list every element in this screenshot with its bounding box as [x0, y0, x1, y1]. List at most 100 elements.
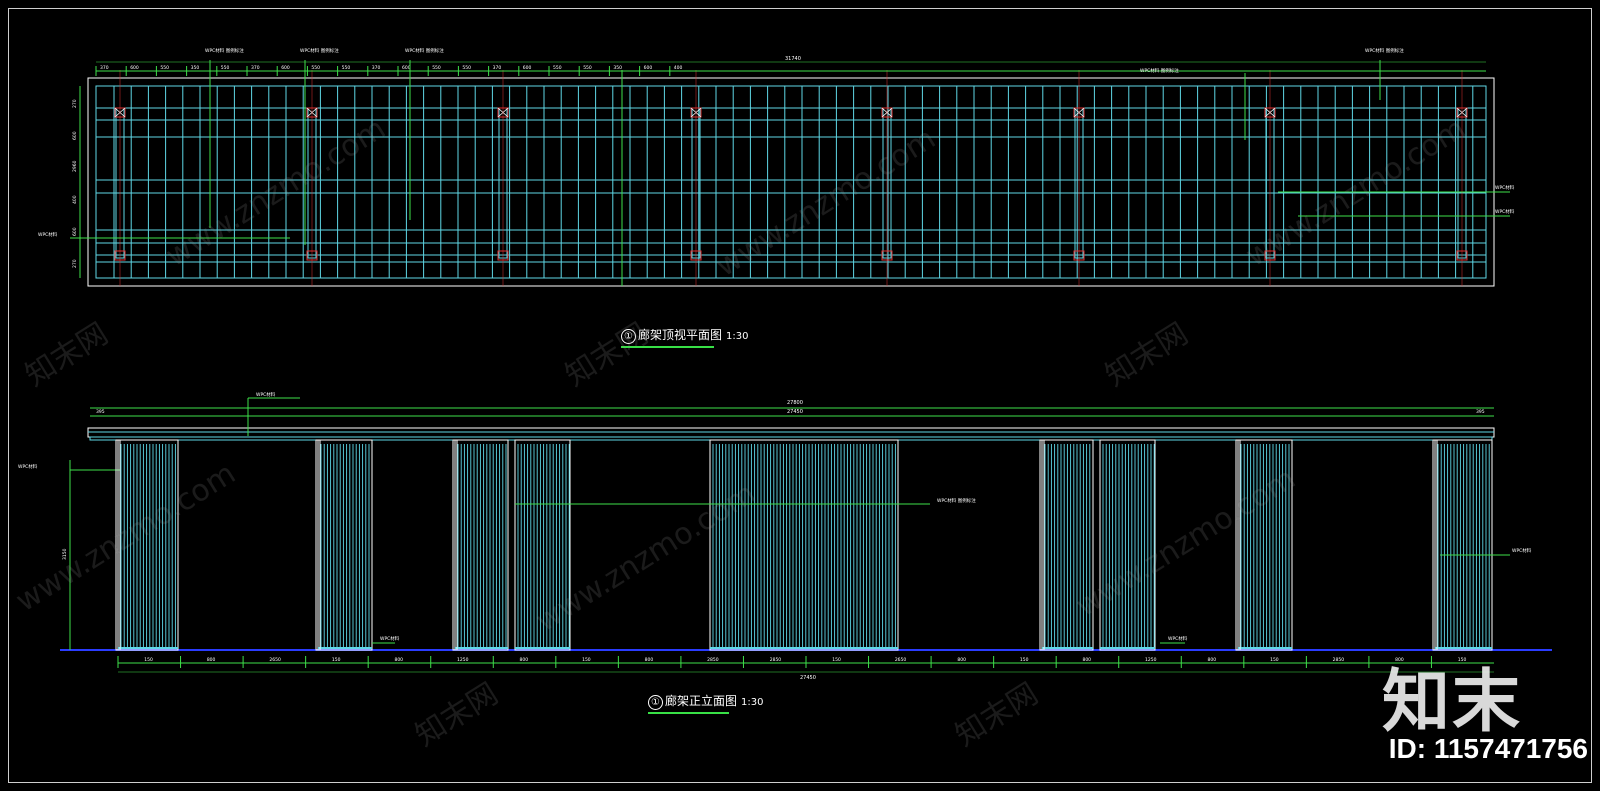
elevation-bottom-dim: 1250	[1145, 657, 1157, 663]
plan-callout: WPC材料 图例标注	[205, 47, 244, 54]
plan-top-dim: 350	[613, 65, 622, 71]
plan-side-dim: 600	[72, 131, 78, 140]
elevation-title-number: ①	[648, 695, 663, 710]
plan-callout: WPC材料	[1495, 208, 1515, 215]
elevation-post	[1235, 439, 1241, 651]
elevation-post	[1039, 439, 1045, 651]
plan-top-dim: 550	[583, 65, 592, 71]
elevation-title-text: 廊架正立面图	[665, 694, 738, 708]
elevation-title-scale: 1:30	[741, 697, 764, 708]
elevation-post	[452, 439, 458, 651]
elevation-screen-panel	[117, 439, 179, 651]
elevation-post	[1432, 439, 1438, 651]
elevation-overall-dim: 27800	[787, 400, 803, 406]
plan-overall-dim: 31740	[785, 56, 801, 62]
elevation-callout: WPC材料	[1512, 547, 1532, 554]
elevation-height-label: 3150	[62, 548, 68, 560]
plan-top-dim: 370	[100, 65, 109, 71]
plan-top-dim: 350	[191, 65, 200, 71]
plan-top-dim: 600	[644, 65, 653, 71]
elevation-bottom-dim: 800	[645, 657, 654, 663]
elevation-screen-panel	[454, 439, 509, 651]
elevation-title-underline	[648, 712, 730, 714]
elevation-bottom-dim: 1250	[457, 657, 469, 663]
plan-callout: WPC材料 图例标注	[405, 47, 444, 54]
plan-top-dim: 550	[221, 65, 230, 71]
elevation-inner-dim: 27450	[787, 409, 803, 415]
plan-title-scale: 1:30	[726, 331, 749, 342]
plan-top-dim: 600	[281, 65, 290, 71]
elevation-bottom-dim: 2850	[707, 657, 719, 663]
plan-top-dim: 600	[130, 65, 139, 71]
brand-logo: 知末	[1381, 663, 1522, 742]
elevation-screen-panel	[317, 439, 373, 651]
elevation-callout: WPC材料 图例标注	[937, 497, 976, 504]
elevation-bottom-dim: 2650	[895, 657, 907, 663]
elevation-edge-dim: 395	[96, 409, 105, 415]
plan-top-dim: 550	[553, 65, 562, 71]
elevation-bottom-dim: 800	[1395, 657, 1404, 663]
plan-side-dim: 270	[72, 259, 78, 268]
plan-callout: WPC材料	[38, 231, 58, 238]
elevation-bottom-dim: 800	[520, 657, 529, 663]
elevation-edge-dim: 395	[1476, 409, 1485, 415]
plan-top-dim: 600	[402, 65, 411, 71]
elevation-bottom-dim: 150	[832, 657, 841, 663]
plan-outer-border	[87, 77, 1495, 287]
plan-side-dim: 2960	[72, 160, 78, 172]
elevation-bottom-dim: 800	[207, 657, 216, 663]
plan-top-dim: 600	[523, 65, 532, 71]
elevation-bottom-dim: 800	[394, 657, 403, 663]
plan-top-dim: 550	[160, 65, 169, 71]
plan-callout: WPC材料 图例标注	[300, 47, 339, 54]
plan-top-dim: 400	[674, 65, 683, 71]
elevation-callout: WPC材料	[18, 463, 38, 470]
plan-title-text: 廊架顶视平面图	[638, 328, 723, 342]
drawing-frame	[8, 8, 1592, 783]
plan-side-dim: 270	[72, 99, 78, 108]
plan-side-dim: 600	[72, 227, 78, 236]
elevation-post	[115, 439, 121, 651]
elevation-bottom-dim: 800	[957, 657, 966, 663]
elevation-bottom-dim: 150	[582, 657, 591, 663]
plan-top-dim: 370	[251, 65, 260, 71]
image-id-label: ID: 1157471756	[1388, 733, 1588, 764]
plan-top-dim: 370	[372, 65, 381, 71]
elevation-bottom-dim: 150	[1458, 657, 1467, 663]
plan-callout: WPC材料 图例标注	[1365, 47, 1404, 54]
plan-top-dim: 550	[462, 65, 471, 71]
elevation-bottom-dim: 150	[332, 657, 341, 663]
elevation-screen-panel	[709, 439, 899, 651]
elevation-callout: WPC材料	[380, 635, 400, 642]
plan-inner-border	[95, 85, 1487, 279]
plan-title-number: ①	[621, 329, 636, 344]
plan-top-dim: 550	[311, 65, 320, 71]
plan-callout: WPC材料 图例标注	[1140, 67, 1179, 74]
elevation-post	[315, 439, 321, 651]
elevation-screen-panel	[1237, 439, 1293, 651]
elevation-callout: WPC材料	[1168, 635, 1188, 642]
plan-callout: WPC材料	[1495, 184, 1515, 191]
plan-top-dim: 550	[342, 65, 351, 71]
elevation-bottom-dim: 150	[1020, 657, 1029, 663]
elevation-bottom-dim: 2650	[269, 657, 281, 663]
elevation-callout: WPC材料	[256, 391, 276, 398]
elevation-screen-panel	[1434, 439, 1493, 651]
elevation-bottom-total: 27450	[800, 675, 816, 681]
elevation-bottom-dim: 2850	[1333, 657, 1345, 663]
plan-top-dim: 550	[432, 65, 441, 71]
plan-top-dim: 370	[493, 65, 502, 71]
elevation-bottom-dim: 800	[1208, 657, 1217, 663]
elevation-bottom-dim: 150	[144, 657, 153, 663]
elevation-screen-panel	[514, 439, 571, 651]
elevation-bottom-dim: 150	[1270, 657, 1279, 663]
elevation-screen-panel	[1099, 439, 1156, 651]
elevation-bottom-dim: 2850	[770, 657, 782, 663]
elevation-screen-panel	[1041, 439, 1094, 651]
plan-side-dim: 400	[72, 195, 78, 204]
plan-title-underline	[621, 346, 715, 348]
elevation-bottom-dim: 800	[1082, 657, 1091, 663]
